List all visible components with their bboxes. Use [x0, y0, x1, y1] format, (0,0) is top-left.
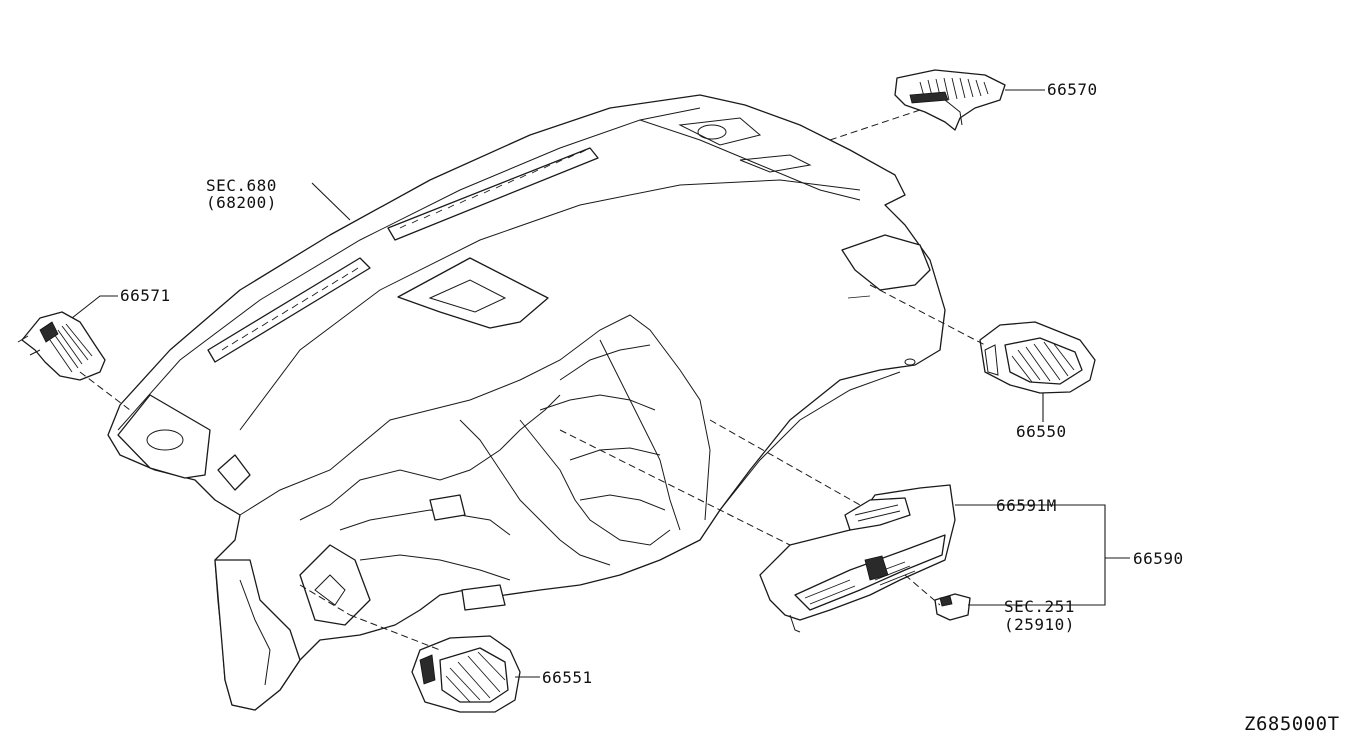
label-sec680-code: (68200)	[206, 193, 277, 212]
label-sec251-code: (25910)	[1004, 615, 1075, 634]
label-66570: 66570	[1047, 80, 1098, 99]
assembly-dashed-lines	[79, 109, 986, 651]
label-66590: 66590	[1133, 549, 1184, 568]
label-66591m: 66591M	[996, 496, 1057, 515]
vent-part-66570	[894, 69, 1006, 131]
vent-part-66551	[411, 635, 521, 713]
label-sec251: SEC.251	[1004, 597, 1075, 616]
label-sec680: SEC.680	[206, 176, 277, 195]
hazard-switch-part	[934, 593, 971, 621]
instrument-panel-assembly	[107, 94, 946, 711]
vent-part-66571	[17, 311, 106, 381]
vent-part-66550	[979, 321, 1096, 394]
diagram-reference-code: Z685000T	[1244, 713, 1340, 735]
label-66551: 66551	[542, 668, 593, 687]
vent-part-66590	[759, 484, 956, 633]
defroster-grille-center	[387, 147, 599, 241]
label-66571: 66571	[120, 286, 171, 305]
label-66550: 66550	[1016, 422, 1067, 441]
leader-lines	[71, 89, 1130, 678]
defroster-grille-left	[207, 257, 371, 363]
